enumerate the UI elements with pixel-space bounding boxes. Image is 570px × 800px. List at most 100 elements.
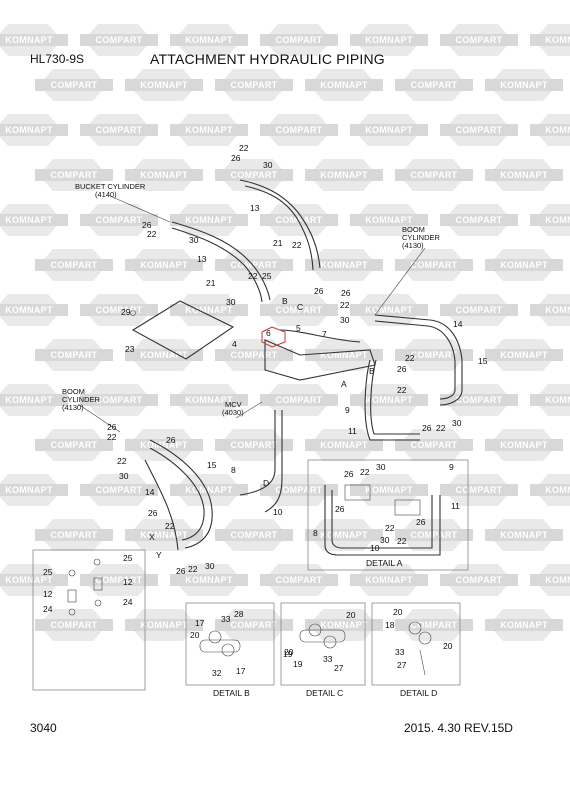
watermark-text: KOMNAPT — [5, 575, 53, 585]
part-callout: 25 — [262, 271, 272, 281]
watermark-text: COMPART — [456, 305, 503, 315]
model-code: HL730-9S — [30, 52, 85, 66]
watermark-band — [305, 79, 383, 91]
part-callout: 26 — [416, 517, 426, 527]
watermark-tile: KOMNAPT — [125, 429, 203, 461]
watermark-tile: COMPART — [80, 294, 158, 326]
part-callout: 19 — [283, 649, 293, 659]
watermark-band — [260, 304, 338, 316]
part-callout: 13 — [197, 254, 207, 264]
watermark-text: COMPART — [456, 575, 503, 585]
watermark-text: COMPART — [96, 215, 143, 225]
oring — [93, 558, 101, 566]
detail-c-clamp — [299, 629, 346, 643]
watermark-text: COMPART — [96, 35, 143, 45]
watermark-tile: COMPART — [395, 69, 473, 101]
watermark-text: COMPART — [51, 80, 98, 90]
watermark-tile: COMPART — [80, 564, 158, 596]
watermark-text: COMPART — [96, 575, 143, 585]
watermark-text: KOMNAPT — [500, 530, 548, 540]
part-callout: 15 — [207, 460, 217, 470]
watermark-band — [350, 574, 428, 586]
watermark-tile: COMPART — [35, 249, 113, 281]
watermark-band — [80, 484, 158, 496]
watermark-text: KOMNAPT — [365, 305, 413, 315]
watermark-tile: KOMNAPT — [530, 474, 570, 506]
watermark-text: COMPART — [231, 530, 278, 540]
pipe-13-upper-b — [244, 185, 314, 271]
watermark-text: COMPART — [51, 350, 98, 360]
part-callout: 12 — [43, 589, 53, 599]
part-callout: 20 — [284, 647, 294, 657]
watermark-text: KOMNAPT — [365, 485, 413, 495]
watermark-tile: KOMNAPT — [125, 249, 203, 281]
watermark-band — [0, 394, 68, 406]
part-callout: 6 — [266, 328, 271, 338]
part-callout: 22 — [147, 229, 157, 239]
watermark-band — [170, 304, 248, 316]
watermark-text: KOMNAPT — [5, 125, 53, 135]
part-callout: 28 — [234, 609, 244, 619]
watermark-tile: COMPART — [260, 204, 338, 236]
watermark-tile: COMPART — [35, 159, 113, 191]
watermark-text: COMPART — [231, 350, 278, 360]
watermark-text: KOMNAPT — [365, 395, 413, 405]
watermark-tile: KOMNAPT — [350, 114, 428, 146]
watermark-band — [80, 214, 158, 226]
part-callout: 26 — [142, 220, 152, 230]
leader — [109, 195, 171, 223]
part-callout: 14 — [145, 487, 155, 497]
detail-b-frame — [185, 602, 275, 686]
watermark-band — [440, 124, 518, 136]
part-callout: 20 — [393, 607, 403, 617]
fitting-12 — [67, 589, 77, 603]
detail-d-ring — [418, 631, 432, 645]
watermark-band — [440, 574, 518, 586]
watermark-text: KOMNAPT — [500, 170, 548, 180]
watermark-text: COMPART — [96, 485, 143, 495]
watermark-band — [0, 574, 68, 586]
watermark-text: KOMNAPT — [545, 215, 570, 225]
watermark-text: COMPART — [456, 395, 503, 405]
watermark-tile: COMPART — [80, 24, 158, 56]
label-mcv: MCV — [225, 400, 242, 409]
watermark-band — [215, 259, 293, 271]
part-callout: 24 — [123, 597, 133, 607]
watermark-band — [260, 574, 338, 586]
part-callout: 30 — [205, 561, 215, 571]
part-callout: 20 — [443, 641, 453, 651]
watermark-text: KOMNAPT — [140, 80, 188, 90]
part-callout: 22 — [397, 385, 407, 395]
watermark-band — [170, 574, 248, 586]
oring — [68, 608, 76, 616]
watermark-text: KOMNAPT — [140, 260, 188, 270]
watermark-tile: KOMNAPT — [530, 384, 570, 416]
watermark-tile: KOMNAPT — [125, 519, 203, 551]
part-callout: 14 — [453, 319, 463, 329]
watermark-text: KOMNAPT — [140, 170, 188, 180]
watermark-tile: COMPART — [395, 609, 473, 641]
watermark-tile: KOMNAPT — [305, 159, 383, 191]
watermark-text: KOMNAPT — [545, 395, 570, 405]
highlight-part-6 — [261, 326, 286, 348]
part-callout: 22 — [340, 300, 350, 310]
watermark-tile: KOMNAPT — [0, 384, 68, 416]
page-title: ATTACHMENT HYDRAULIC PIPING — [150, 51, 385, 67]
watermark-band — [350, 124, 428, 136]
watermark-band — [305, 169, 383, 181]
label-boom-cylinder-right-code: (4130) — [402, 241, 424, 250]
watermark-band — [305, 259, 383, 271]
part-callout: 11 — [451, 501, 460, 511]
part-callout: 33 — [395, 647, 405, 657]
pipe-10 — [264, 410, 283, 513]
pipe-13-lower — [171, 221, 271, 301]
watermark-text: COMPART — [96, 395, 143, 405]
watermark-band — [35, 619, 113, 631]
watermark-band — [125, 259, 203, 271]
watermark-tile: COMPART — [395, 519, 473, 551]
detail-c-title: DETAIL C — [306, 688, 343, 698]
watermark-band — [530, 124, 570, 136]
watermark-text: KOMNAPT — [545, 305, 570, 315]
watermark-text: KOMNAPT — [140, 530, 188, 540]
watermark-tile: COMPART — [260, 564, 338, 596]
